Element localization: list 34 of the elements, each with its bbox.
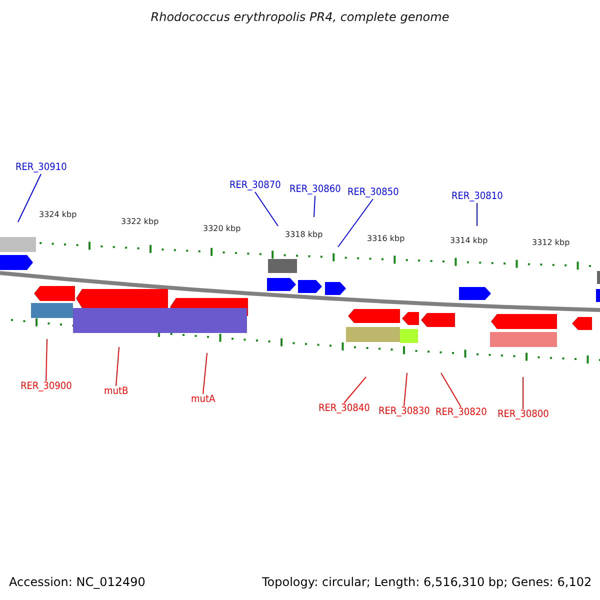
scale-label: 3318 kbp [285,231,323,239]
scale-label: 3316 kbp [367,235,405,243]
gene-label: RER_30800 [498,410,549,420]
gene-label: mutA [191,395,216,405]
leader-line [338,198,374,248]
title: Rhodococcus erythropolis PR4, complete genome [150,11,450,23]
scale-label: 3322 kbp [121,218,159,226]
scale-label: 3312 kbp [532,239,570,247]
leader-line [404,372,408,406]
gene-label: RER_30900 [20,382,72,392]
scale-label: 3320 kbp [203,225,241,233]
leader-line [344,376,366,404]
leader-line [254,192,278,226]
gene-label: mutB [104,387,128,397]
leader-line [314,196,316,218]
gene-label: RER_30910 [16,163,67,173]
gene-label: RER_30870 [230,181,281,191]
gene-label: RER_30840 [318,404,370,414]
gene-label: RER_30830 [378,407,430,417]
scale-label: 3324 kbp [39,211,77,219]
leader-line [440,372,462,408]
footer-text: Accession: NC_012490 [9,576,146,588]
gene-label: RER_30850 [348,188,399,198]
leader-line [116,346,120,386]
gene-label: RER_30810 [452,192,503,202]
leader-line [46,338,48,382]
gene-label: RER_30860 [290,185,341,195]
footer-text: Topology: circular; Length: 6,516,310 bp; Genes: 6,102 [262,576,592,588]
leader-line [522,376,524,410]
leader-line [18,174,42,222]
leader-line [476,202,478,226]
scale-label: 3314 kbp [450,237,488,245]
gene-label: RER_30820 [436,408,487,418]
leader-line [202,352,208,394]
